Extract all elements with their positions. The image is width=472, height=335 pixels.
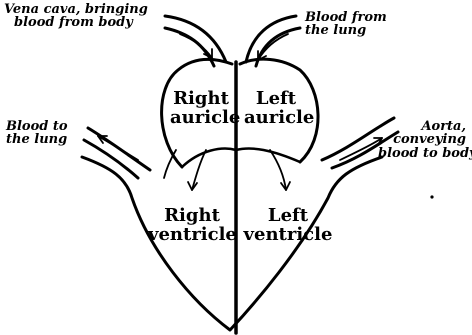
arrow-to-lung — [98, 136, 138, 160]
aorta-label-line1: Aorta, — [378, 120, 466, 133]
blood-to-lung-label-line2: the lung — [6, 133, 68, 146]
aorta-label-line3: blood to body — [378, 147, 466, 160]
blood-from-lung-label-line2: the lung — [305, 24, 387, 37]
vena-cava-label-line1: Vena cava, bringing — [4, 3, 148, 16]
vena-cava-label: Vena cava, bringing blood from body — [4, 3, 148, 30]
right-ventricle-label-line2: ventricle — [148, 226, 236, 245]
blood-to-lung-label: Blood to the lung — [6, 120, 68, 147]
blood-from-lung-label-line1: Blood from — [305, 11, 387, 24]
vena-cava-label-line2: blood from body — [4, 16, 148, 29]
right-ventricle-label: Right ventricle — [148, 207, 236, 245]
aorta-label-line2: conveying — [378, 133, 466, 146]
vena-cava-vessel — [165, 16, 226, 62]
dot-mark — [430, 195, 433, 198]
blood-from-lung-label: Blood from the lung — [305, 11, 387, 38]
arrow-ventricle-to-lung — [164, 150, 176, 178]
right-auricle-label-line2: auricle — [170, 109, 232, 128]
left-ventricle-label: Left ventricle — [240, 207, 336, 245]
blood-to-lung-label-line1: Blood to — [6, 120, 68, 133]
left-auricle-label: Left auricle — [244, 90, 308, 128]
right-auricle-label: Right auricle — [170, 90, 232, 128]
left-auricle-label-line2: auricle — [244, 109, 308, 128]
aorta-label: Aorta, conveying blood to body — [378, 120, 466, 160]
left-ventricle-label-line2: ventricle — [240, 226, 336, 245]
